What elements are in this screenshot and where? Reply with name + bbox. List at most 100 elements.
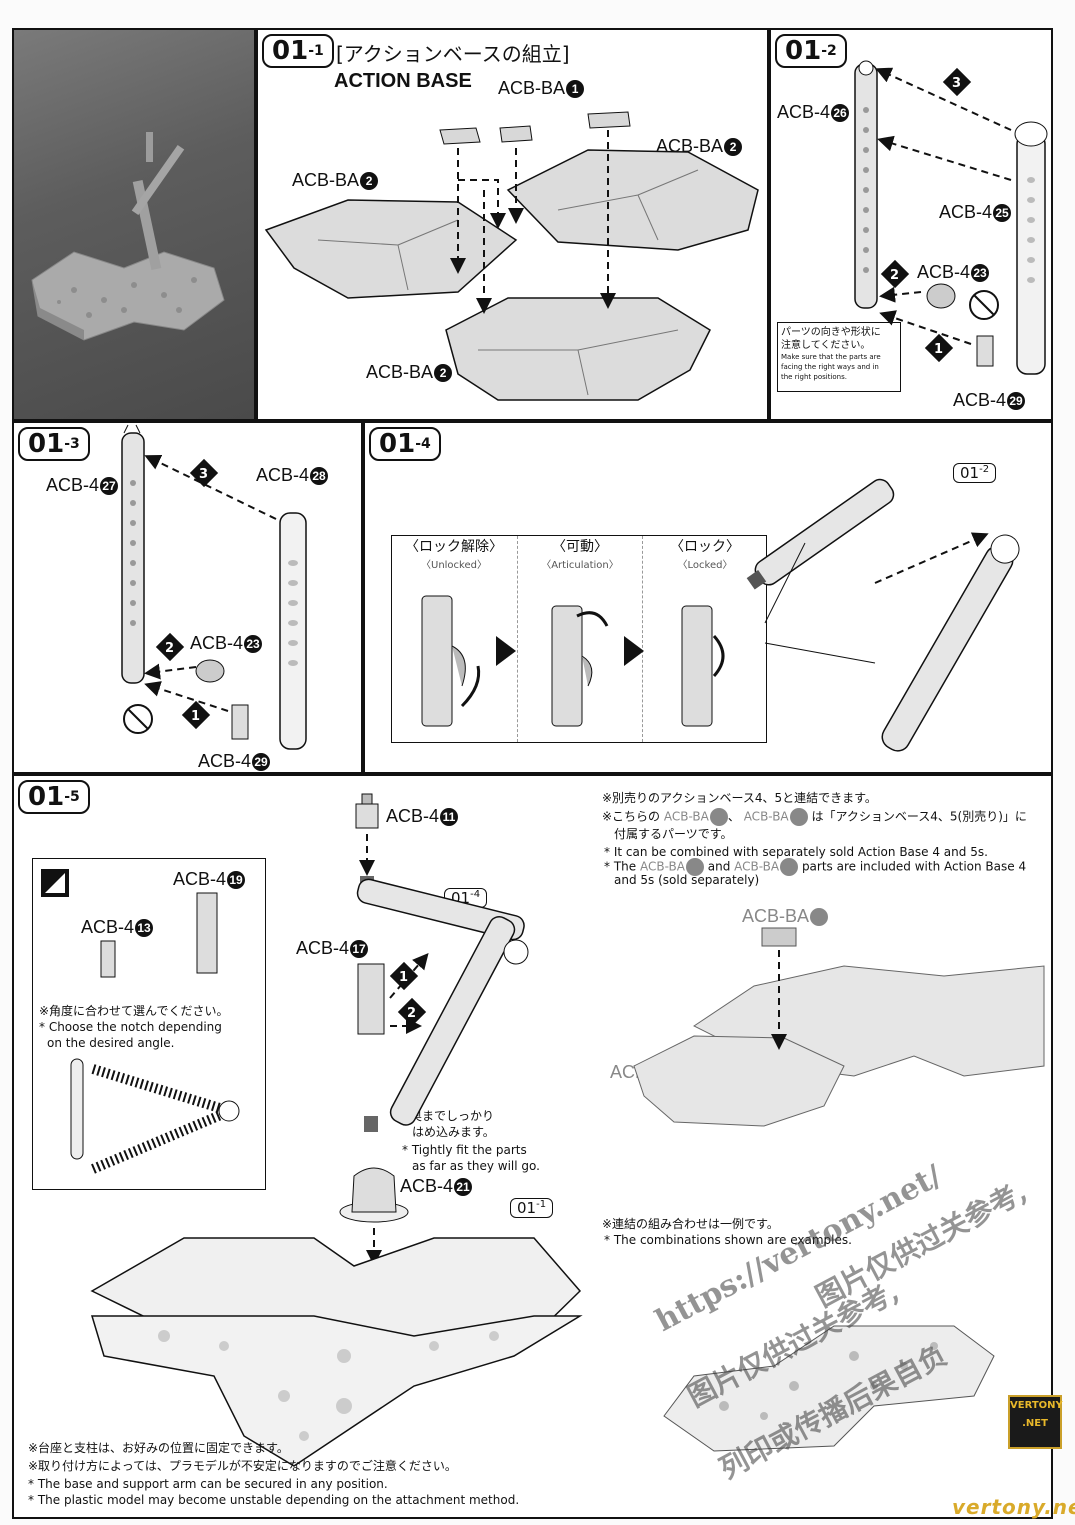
hex-base-right [506, 149, 759, 251]
arrow-badge-2: 2 [880, 259, 910, 289]
arrow-badge-1: 1 [181, 700, 211, 730]
note-parts-jp-2: 付属するパーツです。 [614, 827, 733, 841]
step-number: 01-3 [18, 427, 90, 461]
note-combine-jp: ※別売りのアクションベース4、5と連結できます。 [602, 791, 877, 805]
spacer-parts [100, 892, 218, 978]
step-number: 01-2 [775, 34, 847, 68]
arm-part-25 [1016, 133, 1046, 375]
arrow-badge-3: 3 [942, 67, 972, 97]
angle-note-jp: ※角度に合わせて選んでください。 [39, 1004, 229, 1018]
base-assembly-diagram [264, 111, 759, 401]
angle-note-en-2: on the desired angle. [47, 1036, 175, 1050]
angle-illustration [70, 1058, 240, 1174]
vertony-site-mark: vertony.net [952, 1495, 1075, 1519]
ref-tag-01-2: 01-2 [953, 463, 997, 483]
ref-tag-01-1: 01-1 [510, 1198, 554, 1218]
arrow-badge-2: 2 [155, 632, 185, 662]
prohibited-icon [969, 290, 999, 320]
combination-example-diagram [663, 1325, 995, 1452]
lock-states-box: 〈ロック解除〉 〈Unlocked〉 〈可動〉 〈Articulation〉 〈… [391, 535, 767, 743]
caution-box: パーツの向きや形状に 注意してください。 Make sure that the … [777, 322, 901, 392]
note-combine-en: * It can be combined with separately sol… [604, 845, 988, 859]
section-title-en: ACTION BASE [334, 70, 472, 92]
step-number: 01-4 [369, 427, 441, 461]
svg-text:2: 2 [890, 268, 899, 283]
svg-text:1: 1 [399, 970, 408, 985]
fit-note-en-1: * Tightly fit the parts [402, 1143, 527, 1157]
bottom-note-jp-2: ※取り付け方によっては、プラモデルが不安定になりますのでご注意ください。 [28, 1459, 457, 1473]
arm-part-27 [121, 432, 145, 684]
fit-note-jp-1: ※奥までしっかり [400, 1109, 495, 1123]
prohibited-icon [123, 704, 153, 734]
state-unlocked: 〈ロック解除〉 〈Unlocked〉 [405, 539, 503, 571]
combo-note-jp: ※連結の組み合わせは一例です。 [602, 1217, 779, 1231]
hex-base-large-front [90, 1315, 583, 1467]
svg-text:2: 2 [407, 1006, 416, 1021]
arrow-badge-1: 1 [389, 961, 419, 991]
peg-part-29 [231, 704, 249, 740]
product-photo-panel [12, 28, 256, 421]
lock-part-23 [926, 283, 956, 309]
arm-joint-diagram [746, 478, 1020, 752]
bottom-note-en-2: * The plastic model may become unstable … [28, 1493, 520, 1507]
connection-example-diagram [633, 927, 1045, 1127]
arrow-badge-3: 3 [189, 458, 219, 488]
note-parts-en-2: and 5s (sold separately) [614, 873, 760, 887]
angle-note-en-1: * Choose the notch depending [39, 1020, 222, 1034]
peg-part-29 [976, 335, 994, 367]
step-number: 01-5 [18, 780, 90, 814]
section-title-jp: [アクションベースの組立] [336, 42, 570, 66]
arm-part-28 [279, 512, 307, 750]
support-arm-diagram-2: 3 2 1 [121, 424, 307, 750]
lock-states-illustration [421, 595, 725, 727]
svg-text:3: 3 [952, 76, 961, 91]
fit-note-en-2: as far as they will go. [412, 1159, 540, 1173]
combo-note-en: * The combinations shown are examples. [604, 1233, 852, 1247]
bottom-note-jp-1: ※台座と支柱は、お好みの位置に固定できます。 [28, 1441, 289, 1455]
hex-base-bottom [445, 297, 711, 401]
state-locked: 〈ロック〉 〈Locked〉 [642, 536, 767, 742]
svg-text:3: 3 [199, 467, 208, 482]
hex-base-left [264, 199, 518, 299]
vertony-logo: VERTONY .NET [1008, 1395, 1063, 1449]
step-number: 01-1 [262, 34, 334, 68]
fit-note-jp-2: はめ込みます。 [412, 1125, 495, 1139]
next-arrow-icon [496, 636, 516, 666]
state-articulation: 〈可動〉 〈Articulation〉 [517, 536, 642, 742]
option-icon [41, 869, 69, 897]
svg-text:1: 1 [191, 709, 200, 724]
arrow-badge-1: 1 [924, 333, 954, 363]
stand-assembly-diagram: 1 2 [90, 793, 582, 1367]
step-01-4-panel: 01-4 01-2 〈ロック解除〉 〈Unlocked〉 〈可動〉 〈Artic… [363, 421, 1053, 774]
support-arm-diagram: 3 2 1 [854, 60, 1048, 375]
svg-text:2: 2 [165, 641, 174, 656]
product-photo [31, 132, 225, 341]
svg-text:1: 1 [934, 342, 943, 357]
bottom-note-en-1: * The base and support arm can be secure… [28, 1477, 388, 1491]
next-arrow-icon [624, 636, 644, 666]
lock-part-23 [195, 659, 225, 683]
arrow-badge-2: 2 [397, 997, 427, 1027]
